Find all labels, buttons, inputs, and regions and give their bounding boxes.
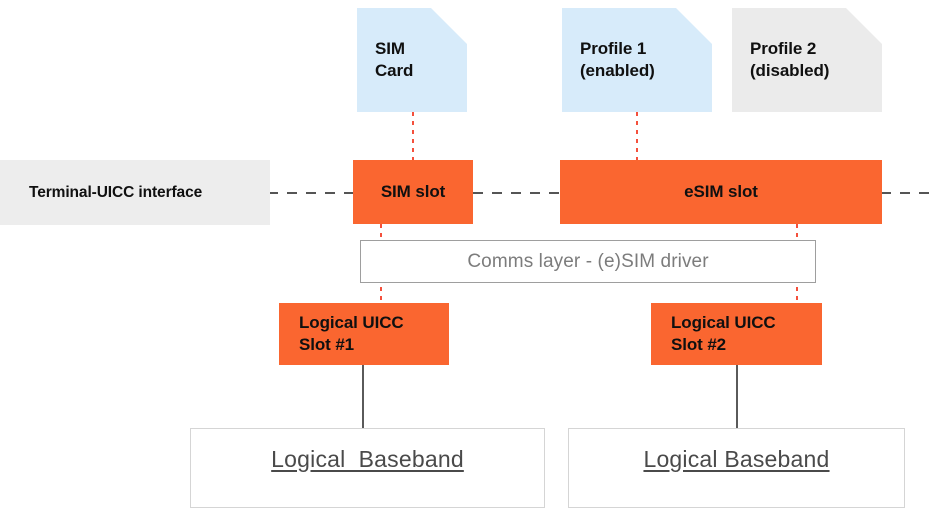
- logical-uicc-slot-2-label: Logical UICC Slot #2: [671, 312, 776, 354]
- sim-slot-node[interactable]: SIM slot: [353, 160, 473, 224]
- terminal-uicc-interface-node: Terminal-UICC interface: [0, 160, 270, 225]
- sim-card-node[interactable]: SIM Card: [357, 8, 467, 112]
- logical-baseband-2-label: Logical Baseband: [643, 446, 830, 472]
- comms-layer-node: Comms layer - (e)SIM driver: [360, 240, 816, 283]
- profile-2-label: Profile 2 (disabled): [750, 38, 830, 80]
- logical-uicc-slot-2-node[interactable]: Logical UICC Slot #2: [651, 303, 822, 365]
- connector-sim-card-to-sim-slot: [412, 112, 414, 160]
- connector-uicc1-to-baseband1: [362, 365, 364, 429]
- profile-1-node[interactable]: Profile 1 (enabled): [562, 8, 712, 112]
- sim-slot-label: SIM slot: [380, 182, 446, 201]
- esim-slot-node[interactable]: eSIM slot: [560, 160, 882, 224]
- sim-card-label: SIM Card: [375, 38, 414, 80]
- logical-uicc-slot-1-label: Logical UICC Slot #1: [299, 312, 404, 354]
- terminal-uicc-interface-label: Terminal-UICC interface: [29, 183, 203, 201]
- connector-uicc2-to-baseband2: [736, 365, 738, 429]
- logical-baseband-1-label: Logical Baseband: [271, 446, 464, 472]
- terminal-uicc-dashed-middle: [473, 192, 561, 194]
- profile-2-node[interactable]: Profile 2 (disabled): [732, 8, 882, 112]
- terminal-uicc-dashed-left: [268, 192, 360, 194]
- comms-layer-label: Comms layer - (e)SIM driver: [467, 250, 709, 272]
- logical-baseband-2-node[interactable]: Logical Baseband: [568, 428, 905, 508]
- logical-uicc-slot-1-node[interactable]: Logical UICC Slot #1: [279, 303, 449, 365]
- logical-baseband-1-node[interactable]: Logical Baseband: [190, 428, 545, 508]
- profile-1-label: Profile 1 (enabled): [580, 38, 655, 80]
- connector-profile1-to-esim-slot: [636, 112, 638, 160]
- terminal-uicc-dashed-right: [881, 192, 935, 194]
- esim-slot-label: eSIM slot: [684, 182, 758, 201]
